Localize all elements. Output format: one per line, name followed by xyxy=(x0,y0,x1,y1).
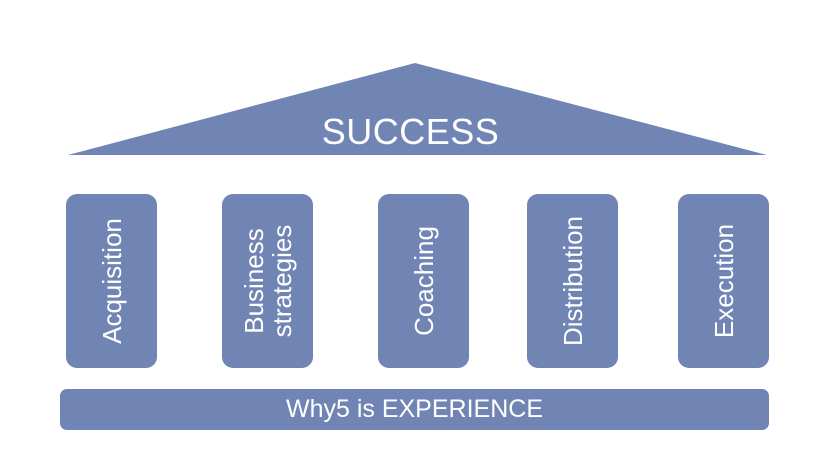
pillar-distribution: Distribution xyxy=(527,194,618,368)
roof-title: SUCCESS xyxy=(321,111,500,152)
pillar-label-line: Execution xyxy=(708,223,739,339)
pillar-label: Business strategies xyxy=(238,224,297,338)
pillar-label-line: strategies xyxy=(266,224,297,338)
pillar-acquisition: Acquisition xyxy=(66,194,157,368)
pillar-label-line: Coaching xyxy=(408,226,439,336)
pillar-label-line: Acquisition xyxy=(96,218,127,344)
pillar-label: Coaching xyxy=(408,226,439,336)
foundation-base: Why5 is EXPERIENCE xyxy=(60,389,769,430)
roof-triangle xyxy=(68,63,767,155)
pillar-execution: Execution xyxy=(678,194,769,368)
pillar-label: Acquisition xyxy=(96,218,127,344)
roof xyxy=(68,63,767,155)
pillar-label-line: Distribution xyxy=(557,215,588,347)
pillar-label: Distribution xyxy=(557,215,588,347)
pillar-business-strategies: Business strategies xyxy=(222,194,313,368)
pillar-label-line: Business xyxy=(238,228,269,334)
pillar-label: Execution xyxy=(708,223,739,339)
pillar-coaching: Coaching xyxy=(378,194,469,368)
